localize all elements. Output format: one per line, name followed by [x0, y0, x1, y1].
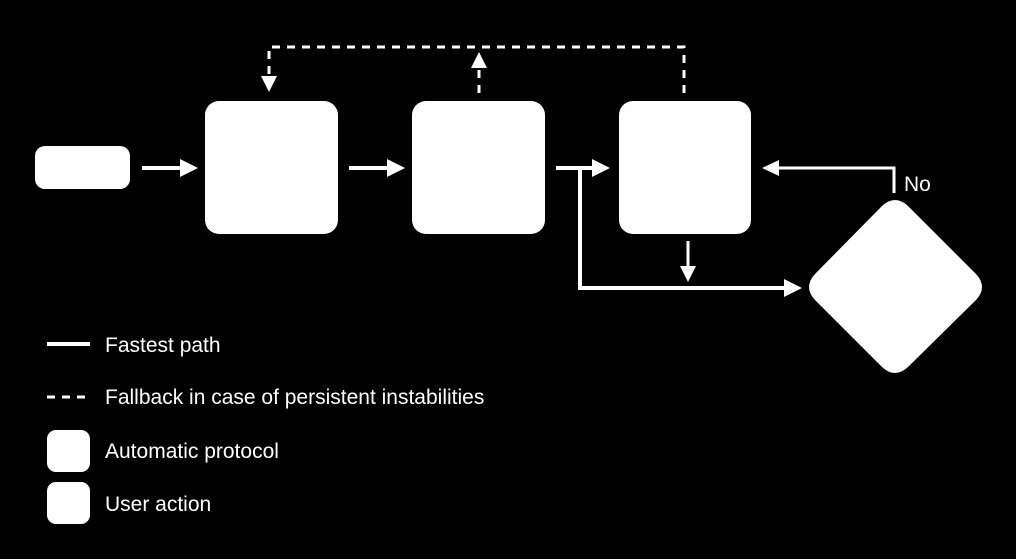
- legend-item-fallback: Fallback in case of persistent instabili…: [47, 386, 484, 409]
- legend-automatic-protocol-label: Automatic protocol: [105, 440, 279, 463]
- legend-item-automatic-protocol: Automatic protocol: [47, 430, 279, 472]
- process-node-2: [412, 101, 545, 234]
- legend-user-action-swatch: [47, 482, 90, 524]
- legend: Fastest path Fallback in case of persist…: [47, 334, 484, 524]
- process-node-1: [205, 101, 338, 234]
- connector-node2-to-node3: [556, 159, 610, 177]
- connector-start-to-node1: [142, 159, 198, 177]
- legend-automatic-swatch: [47, 430, 90, 472]
- legend-fastest-path-label: Fastest path: [105, 334, 221, 357]
- fallback-loop: [261, 45, 686, 93]
- legend-item-fastest-path: Fastest path: [47, 334, 221, 357]
- connector-node3-down: [680, 241, 696, 282]
- connector-node1-to-node2: [349, 159, 405, 177]
- start-node: [35, 146, 130, 189]
- legend-user-action-label: User action: [105, 493, 211, 516]
- decision-no-label: No: [904, 173, 931, 196]
- legend-item-user-action: User action: [47, 482, 211, 524]
- decision-node: [809, 200, 982, 373]
- legend-fallback-label: Fallback in case of persistent instabili…: [105, 386, 484, 409]
- fallback-up-from-node2: [471, 52, 487, 93]
- connector-bypass-to-decision: [578, 168, 802, 297]
- process-node-3: [619, 101, 751, 234]
- connector-decision-no-to-node3: [762, 160, 896, 193]
